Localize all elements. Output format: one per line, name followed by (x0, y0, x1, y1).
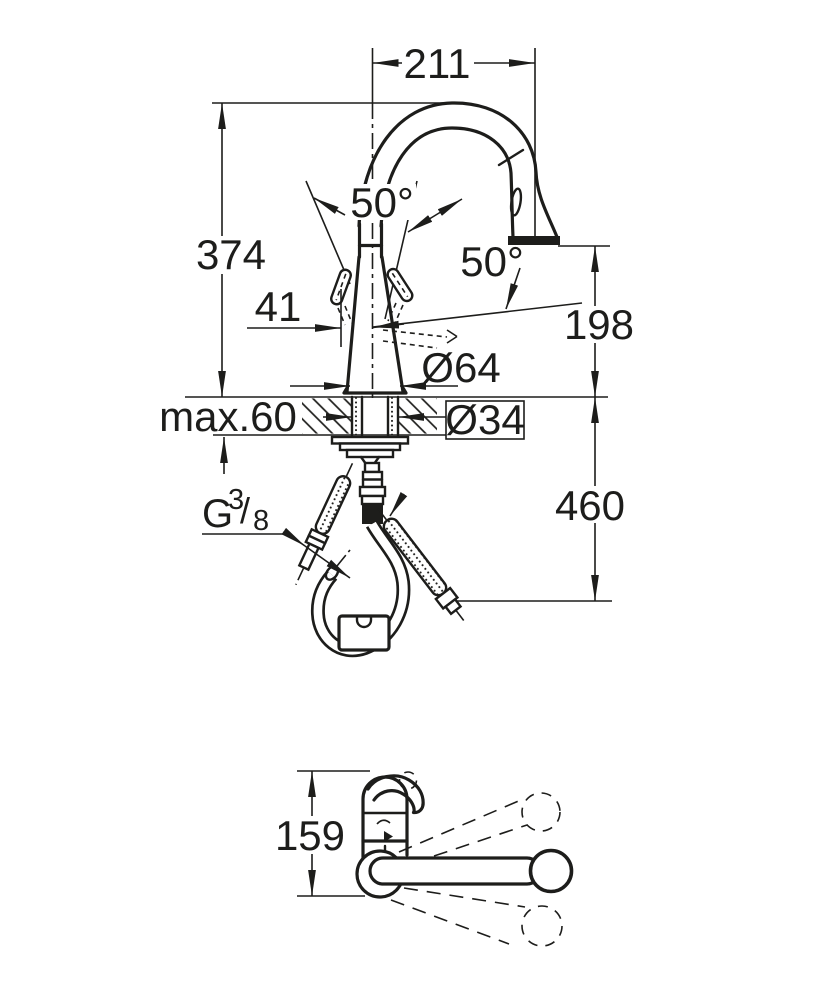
flow-arrow-icon (384, 831, 393, 842)
dimension-handle-offset: 41 (247, 283, 405, 347)
swivel-range-dashed (390, 799, 528, 945)
temperature-icon (376, 819, 391, 825)
lever-alt-position-dashed (398, 771, 418, 790)
spray-projection-dashed (382, 329, 458, 349)
dim-460-label: 460 (555, 482, 625, 529)
hose-coupling (358, 470, 387, 524)
plan-lever (366, 771, 425, 815)
spray-head-position-lower-dashed (521, 905, 563, 947)
dimension-total-height: 374 (196, 102, 452, 397)
supply-hose-left (295, 462, 354, 586)
lever-stem-right-dashed (387, 302, 397, 322)
plan-spout (368, 856, 542, 886)
spray-head-position-upper-dashed (521, 792, 561, 832)
dim-211-label: 211 (404, 40, 471, 87)
dimension-outlet-height: 198 (558, 245, 634, 397)
plan-spray-head (528, 848, 574, 894)
lever-knob-left (330, 268, 352, 306)
counter-hatch-right (398, 398, 437, 434)
counter-hatch-left (302, 398, 352, 434)
thread-denominator-label: 8 (253, 505, 269, 537)
dimension-counter-thickness: max.60 (159, 393, 297, 474)
thread-slash-label: / (240, 490, 250, 531)
dimension-spray-angle: 50° (372, 238, 583, 328)
spray-face (508, 236, 560, 245)
thread-callout: G 3 / 8 (202, 484, 351, 579)
dim-50-handle-label: 50° (350, 179, 414, 226)
pullout-hose (310, 520, 411, 658)
faucet-body (342, 222, 408, 395)
dim-41-label: 41 (255, 283, 302, 330)
plan-view: 159 (272, 770, 574, 947)
shank-thread-left (352, 397, 362, 435)
hose-weight (337, 614, 391, 652)
front-view: 211 374 (159, 40, 634, 658)
dimension-under-counter: 460 (450, 397, 625, 602)
dim-064-label: Ø64 (421, 344, 500, 391)
dim-034-label: Ø34 (445, 396, 524, 443)
dim-159-label: 159 (275, 812, 345, 859)
spout-arc (357, 101, 560, 245)
lever-knob-right (386, 267, 414, 303)
mounting-hardware (330, 435, 410, 474)
dim-198-label: 198 (564, 301, 634, 348)
hose-axis-arrow (389, 491, 408, 517)
supply-hose-right (377, 508, 465, 621)
lever-stem-left-dashed (344, 305, 353, 324)
dimension-base-diameter: Ø64 (290, 344, 501, 391)
thread-numerator-label: 3 (228, 484, 244, 516)
spray-head-joint-line (497, 148, 525, 167)
shank-thread-right (388, 397, 398, 435)
dim-50-spray-label: 50° (460, 238, 524, 285)
dimension-handle-angle: 50° (305, 179, 463, 320)
dimension-spout-reach: 211 (372, 40, 535, 87)
thread-g-label: G (202, 492, 233, 536)
spray-button (509, 187, 523, 217)
dimension-plan-depth: 159 (272, 770, 370, 897)
dimension-hole-diameter: Ø34 (323, 396, 525, 443)
dim-max60-label: max.60 (159, 393, 297, 440)
dim-374-label: 374 (196, 231, 266, 278)
hose-weight-notch (355, 614, 373, 629)
